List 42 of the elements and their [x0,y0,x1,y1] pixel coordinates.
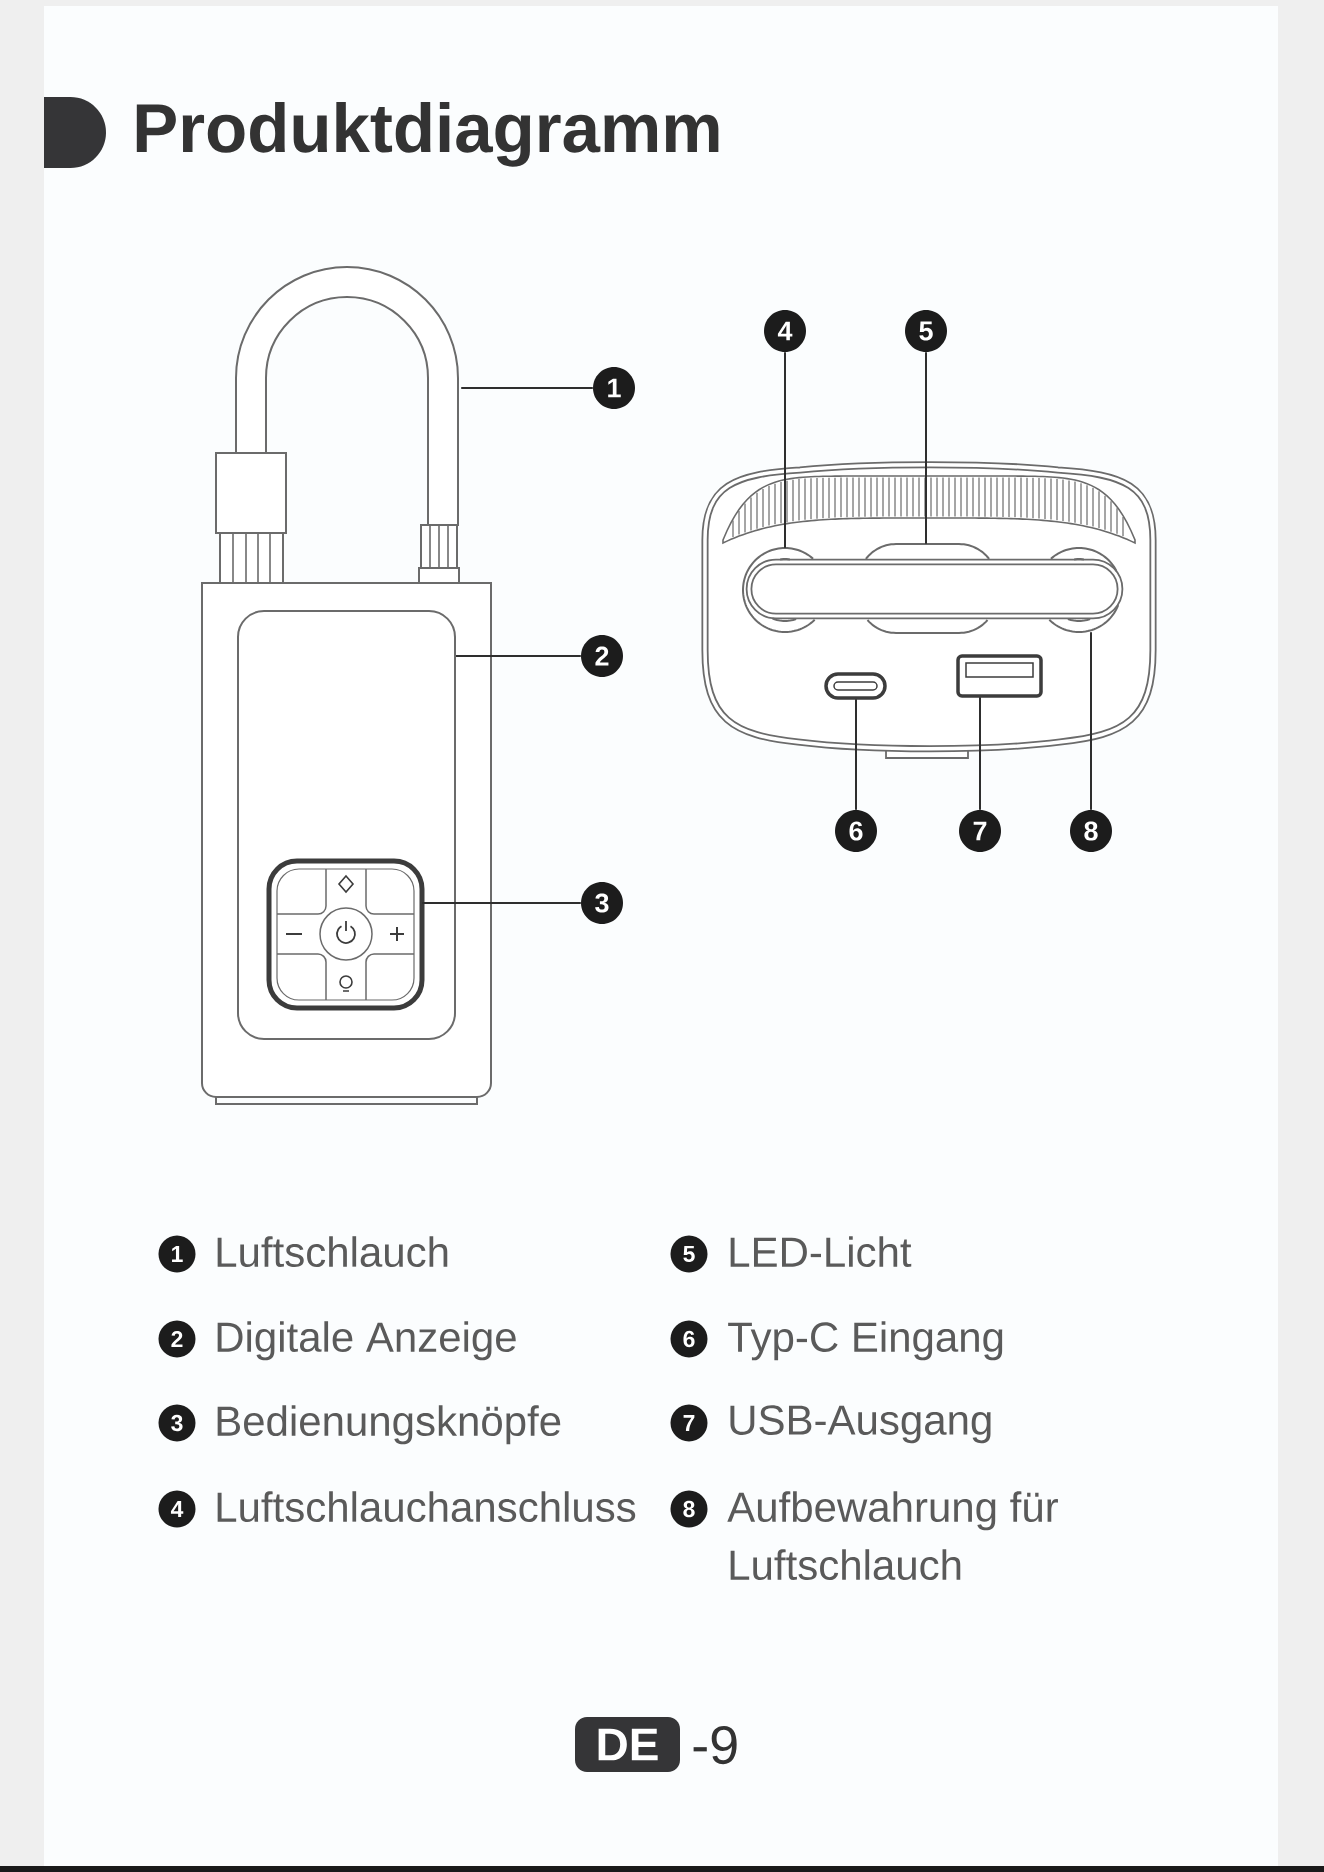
callout-number: 3 [581,882,623,924]
part-label: Bedienungsknöpfe [217,1405,561,1445]
part-label: Luftschlauchanschluss [217,1491,636,1523]
usb-c-port [824,672,887,700]
callout-number: 8 [670,1490,708,1528]
language-badge: DE [575,1717,680,1772]
page-number: -9 [693,1725,737,1765]
part-label: Luftschlauch [217,1236,448,1268]
callout-number: 4 [158,1490,196,1528]
callout-number: 2 [158,1320,196,1358]
callout-number: 5 [905,310,947,352]
leader-line [925,351,927,545]
leader-line [979,696,981,811]
callout-number: 6 [670,1320,708,1358]
part-label: LED-Licht [730,1236,912,1268]
leader-line [784,351,786,549]
part-label: Typ-C Eingang [728,1321,1003,1361]
callout-number: 8 [1070,810,1112,852]
air-hose [215,266,460,584]
part-label: Digitale Anzeige [217,1321,516,1361]
callout-number: 6 [835,810,877,852]
part-label: USB-Ausgang [730,1405,991,1444]
led-light [864,543,991,634]
callout-number: 1 [158,1235,196,1273]
callout-number: 1 [593,367,635,409]
leader-line [460,387,594,389]
callout-number: 2 [581,635,623,677]
title: Produktdiagramm [136,102,719,167]
hose-port [742,547,816,633]
callout-number: 7 [959,810,1001,852]
leader-line [1090,631,1092,811]
usb-a-port [956,654,1043,698]
leader-line [855,698,857,811]
callout-number: 7 [670,1404,708,1442]
callout-number: 5 [670,1235,708,1273]
leader-line [421,902,582,904]
part-label: Aufbewahrung für Luftschlauch [727,1491,1058,1581]
hose-holder [1048,547,1120,633]
callout-number: 3 [158,1404,196,1442]
callout-number: 4 [764,310,806,352]
leader-line [455,655,582,657]
button-pad [266,858,425,1011]
